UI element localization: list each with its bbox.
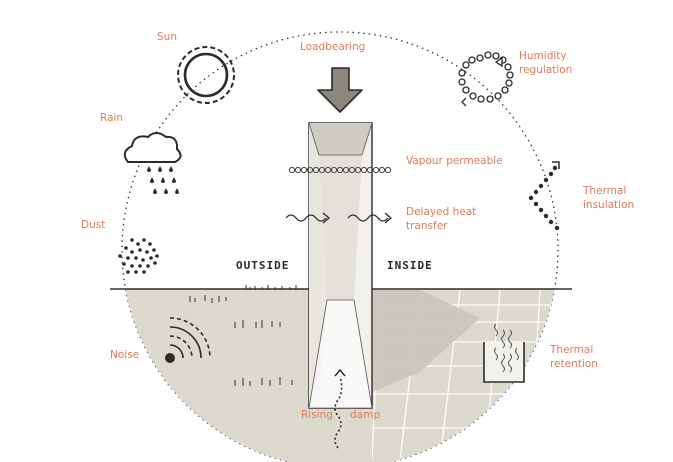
- humidity-label-line2: regulation: [519, 64, 572, 76]
- outside-label: OUTSIDE: [236, 259, 289, 272]
- delayed-heat-label-line2: transfer: [406, 220, 448, 232]
- noise-icon: [165, 317, 211, 363]
- inside-label: INSIDE: [387, 259, 433, 272]
- wall-shadow: [372, 290, 480, 392]
- loadbearing-label: Loadbearing: [300, 41, 365, 53]
- damp-label: damp: [350, 409, 380, 421]
- thermal-insulation-label-line1: Thermal: [582, 185, 626, 197]
- humidity-cycle-icon: [458, 51, 514, 107]
- rain-label: Rain: [100, 112, 123, 124]
- thermal-retention-icon: [483, 323, 525, 383]
- thermal-retention-label-line2: retention: [550, 358, 598, 370]
- dust-icon: [118, 238, 159, 274]
- dust-label: Dust: [81, 219, 105, 231]
- rising-damp-arrowhead: [334, 368, 346, 377]
- noise-label: Noise: [110, 349, 139, 361]
- heat-transfer-arrows: [285, 212, 393, 224]
- soil-marks: [189, 285, 297, 386]
- vapour-label: Vapour permeable: [406, 155, 503, 167]
- rain-cloud-icon: [123, 132, 182, 194]
- boundary-circle: [121, 31, 559, 462]
- sun-label: Sun: [157, 31, 177, 43]
- rising-label: Rising: [301, 409, 333, 421]
- thermal-insulation-label-line2: insulation: [583, 199, 634, 211]
- delayed-heat-label-line1: Delayed heat: [406, 206, 476, 218]
- sun-icon: [177, 46, 235, 104]
- thermal-retention-label-line1: Thermal: [549, 344, 593, 356]
- humidity-label-line1: Humidity: [519, 50, 567, 62]
- wall-column: [308, 122, 373, 409]
- loadbearing-arrow-icon: [317, 67, 363, 113]
- thermal-insulation-icon: [528, 161, 560, 231]
- vapour-dots: [288, 166, 392, 174]
